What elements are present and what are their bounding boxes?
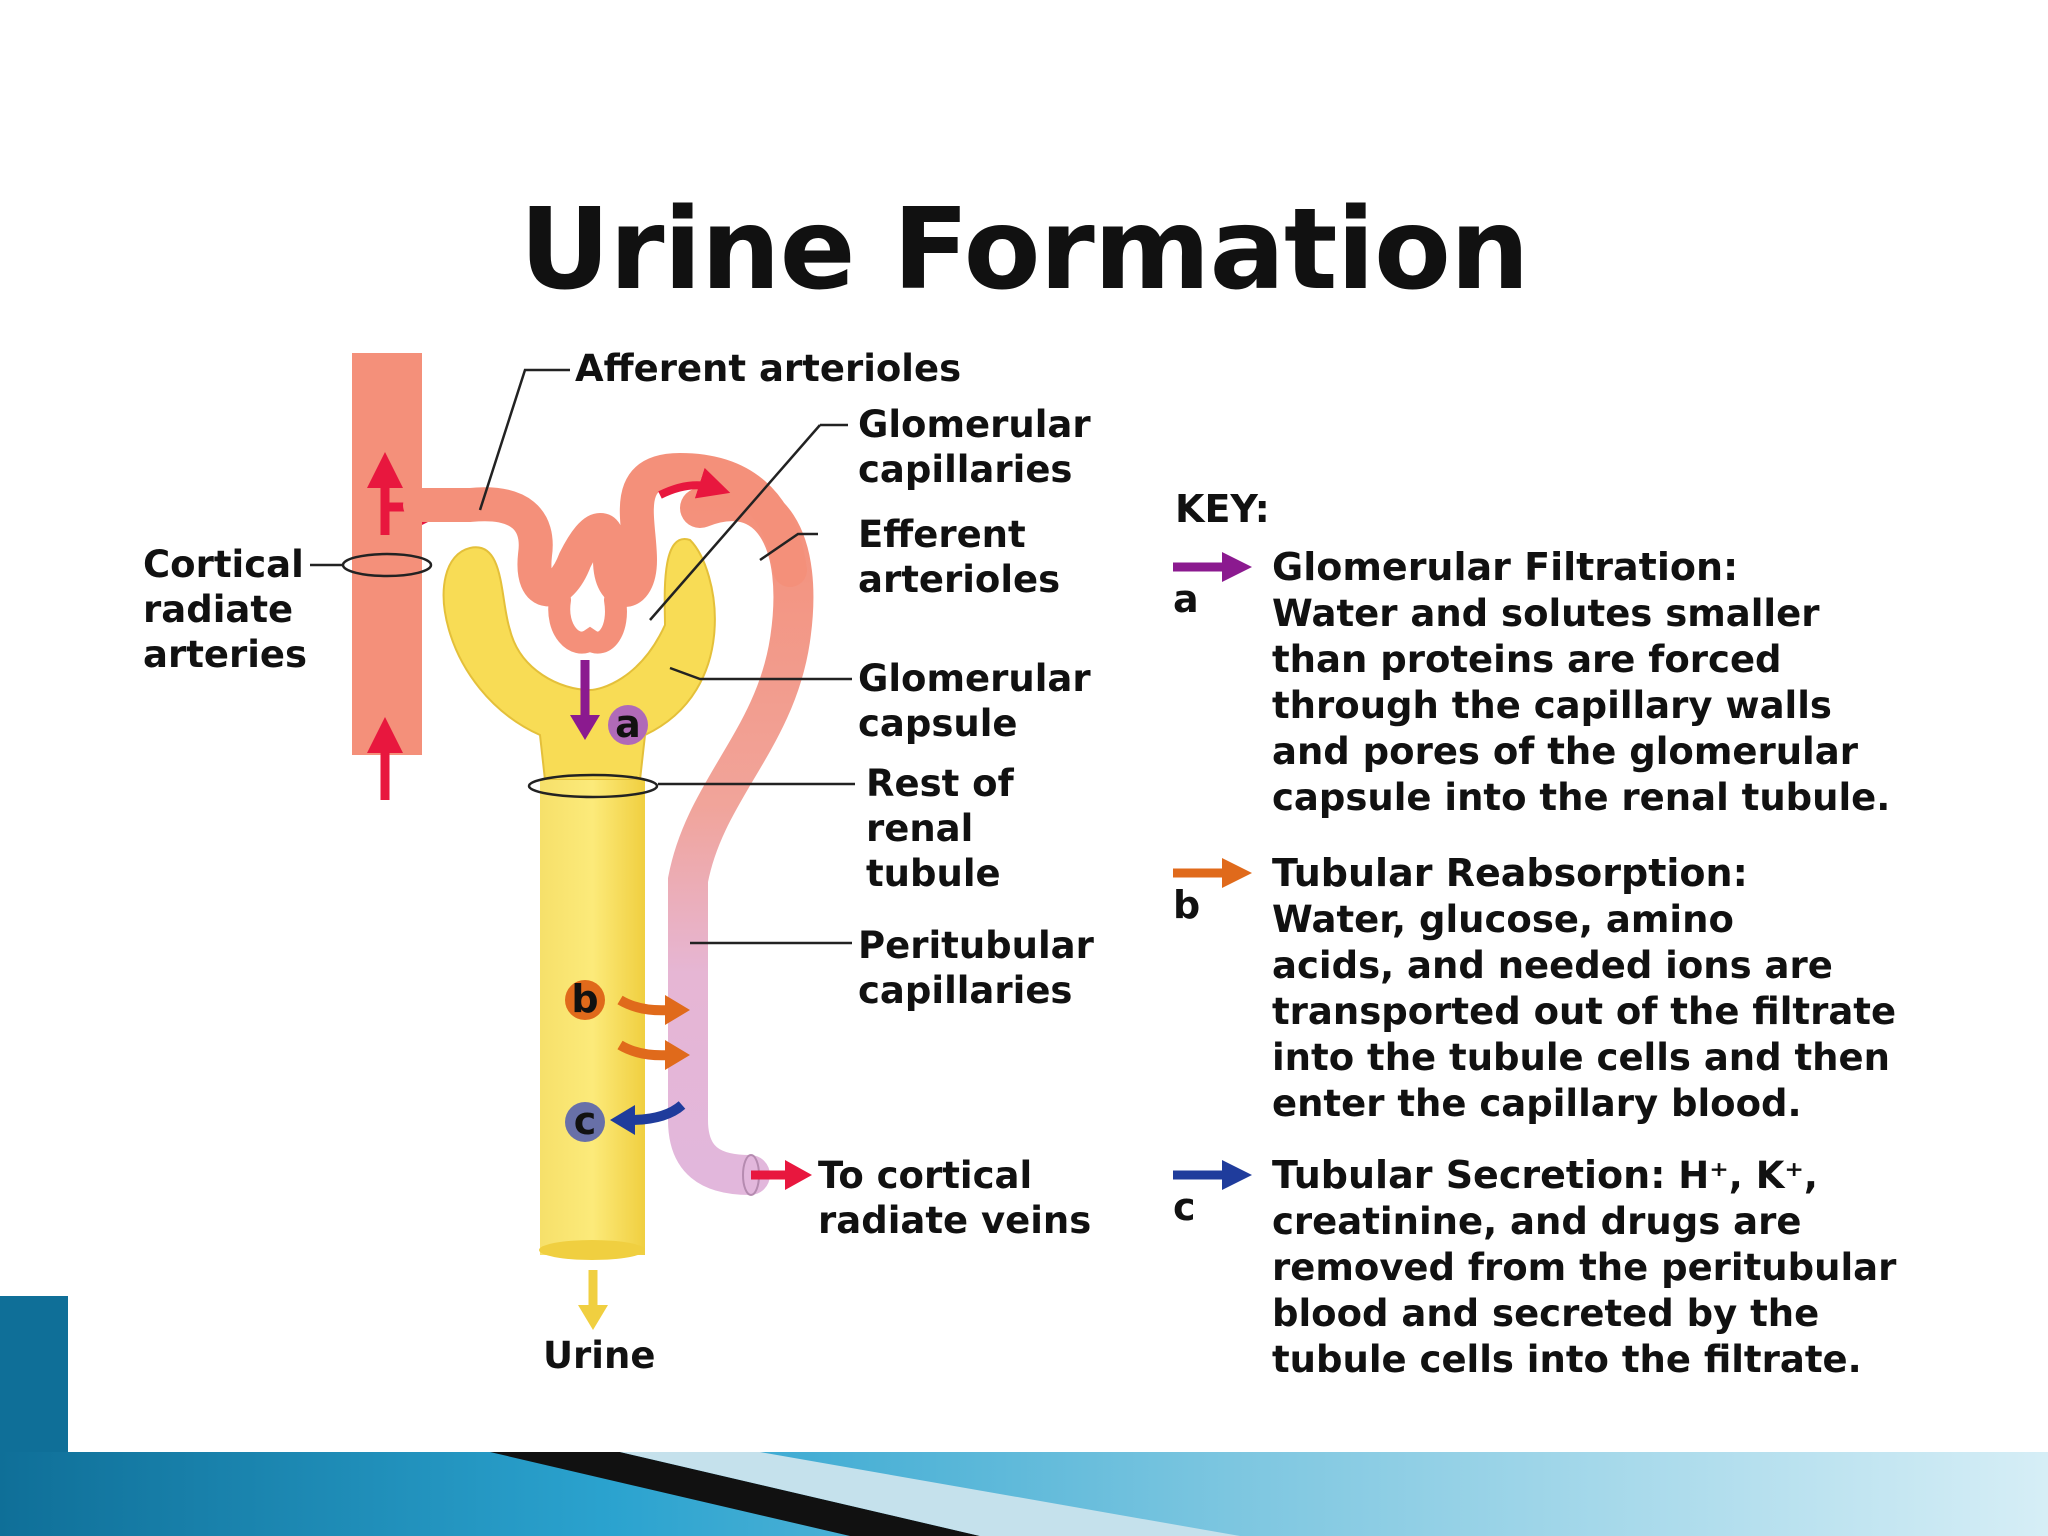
key-title-a: Glomerular Filtration: (1272, 545, 1738, 589)
leader-lines (310, 368, 855, 945)
label-peri-2: capillaries (858, 969, 1072, 1012)
label-efferent-1: Efferent (858, 513, 1026, 556)
label-glom-cap-1: Glomerular (858, 403, 1091, 446)
key-title-c: Tubular Secretion: H⁺, K⁺, (1272, 1153, 1818, 1197)
key-panel: KEY: a Glomerular Filtration: Water and … (1173, 487, 1897, 1381)
svg-text:b: b (1173, 883, 1200, 927)
label-rest-3: tubule (866, 852, 1001, 895)
label-cortical-1: Cortical (143, 543, 304, 586)
key-item-a: a Glomerular Filtration: Water and solut… (1173, 545, 1890, 819)
process-arrows (570, 660, 812, 1330)
label-glom-capsule-2: capsule (858, 702, 1018, 745)
svg-text:capsule into the renal tubule.: capsule into the renal tubule. (1272, 776, 1890, 819)
svg-text:Water, glucose, amino: Water, glucose, amino (1272, 898, 1734, 941)
label-cortical-2: radiate (143, 588, 293, 631)
label-veins-2: radiate veins (818, 1199, 1091, 1242)
key-title-b: Tubular Reabsorption: (1272, 851, 1748, 895)
label-glom-capsule-1: Glomerular (858, 657, 1091, 700)
label-veins-1: To cortical (818, 1154, 1032, 1197)
page-title: Urine Formation (519, 185, 1529, 315)
cortical-radiate-artery (341, 353, 458, 800)
svg-text:c: c (1173, 1185, 1196, 1229)
label-efferent-2: arterioles (858, 558, 1060, 601)
label-rest-2: renal (866, 807, 973, 850)
key-heading: KEY: (1175, 487, 1270, 531)
svg-text:c: c (574, 1099, 597, 1143)
marker-a: a (608, 702, 648, 746)
label-urine: Urine (543, 1334, 655, 1377)
svg-text:transported out of the filtrat: transported out of the filtrate (1272, 990, 1896, 1033)
svg-text:tubule cells into the filtrate: tubule cells into the filtrate. (1272, 1338, 1862, 1381)
diagram-labels: Afferent arterioles Glomerular capillari… (143, 347, 1095, 1377)
svg-text:a: a (1173, 577, 1199, 621)
label-rest-1: Rest of (866, 762, 1015, 805)
glomerular-capillaries (403, 453, 807, 654)
svg-text:enter the capillary blood.: enter the capillary blood. (1272, 1082, 1802, 1125)
svg-text:removed from the peritubular: removed from the peritubular (1272, 1246, 1897, 1289)
label-afferent: Afferent arterioles (575, 347, 961, 390)
key-item-c: c Tubular Secretion: H⁺, K⁺, creatinine,… (1173, 1153, 1897, 1381)
label-cortical-3: arteries (143, 633, 307, 676)
label-peri-1: Peritubular (858, 924, 1095, 967)
svg-text:than proteins are forced: than proteins are forced (1272, 638, 1782, 681)
marker-b: b (565, 977, 605, 1021)
marker-c: c (565, 1099, 605, 1143)
svg-text:blood and secreted by the: blood and secreted by the (1272, 1292, 1819, 1335)
svg-text:and pores of the glomerular: and pores of the glomerular (1272, 730, 1859, 773)
slide-footer-band (0, 1296, 2048, 1536)
label-glom-cap-2: capillaries (858, 448, 1072, 491)
svg-text:a: a (615, 702, 641, 746)
svg-text:acids, and needed ions are: acids, and needed ions are (1272, 944, 1833, 987)
key-item-b: b Tubular Reabsorption: Water, glucose, … (1173, 851, 1896, 1125)
svg-text:Water and solutes smaller: Water and solutes smaller (1272, 592, 1820, 635)
svg-text:creatinine, and drugs are: creatinine, and drugs are (1272, 1200, 1801, 1243)
svg-text:through the capillary walls: through the capillary walls (1272, 684, 1832, 727)
svg-text:b: b (571, 977, 598, 1021)
svg-text:into the tubule cells and then: into the tubule cells and then (1272, 1036, 1890, 1079)
